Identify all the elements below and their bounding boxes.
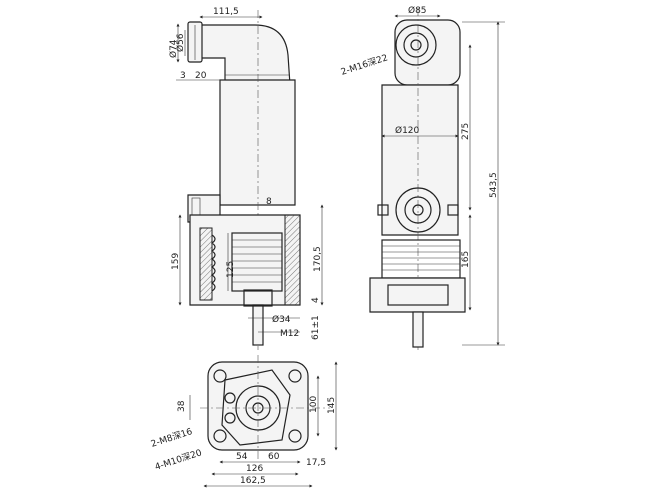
dim-8: 8 bbox=[266, 197, 272, 207]
dim-38: 38 bbox=[177, 400, 187, 412]
top-terminal-ring bbox=[395, 24, 437, 66]
dim-159: 159 bbox=[171, 253, 181, 270]
dim-60: 60 bbox=[268, 452, 280, 462]
right-bellows bbox=[381, 239, 461, 279]
dim-m16: 2-M16深22 bbox=[340, 52, 390, 77]
dim-162-5: 162,5 bbox=[240, 476, 266, 486]
dim-4: 4 bbox=[311, 297, 321, 303]
bellows bbox=[231, 232, 283, 292]
base-flange bbox=[369, 277, 466, 313]
dim-145: 145 bbox=[327, 397, 337, 414]
dim-d56: Ø56 bbox=[175, 33, 186, 52]
dim-170-5: 170,5 bbox=[313, 246, 323, 272]
dim-100: 100 bbox=[309, 396, 319, 413]
plan-view: 38 100 145 2-M8深16 4-M10深20 54 60 17,5 1… bbox=[150, 355, 338, 488]
dim-m8: 2-M8深16 bbox=[150, 426, 194, 450]
housing-hatch-right bbox=[284, 214, 301, 306]
hole-bl bbox=[213, 429, 227, 443]
dim-d74: Ø74 bbox=[168, 39, 179, 58]
dim-d85: Ø85 bbox=[408, 5, 427, 16]
plan-housing bbox=[221, 369, 291, 446]
dim-126: 126 bbox=[246, 464, 263, 474]
wave-spring bbox=[210, 234, 216, 292]
right-view: Ø85 2-M16深22 Ø120 275 543,5 165 bbox=[340, 5, 505, 350]
hole-tr bbox=[288, 369, 302, 383]
right-body bbox=[381, 84, 459, 236]
hole-tl bbox=[213, 369, 227, 383]
dim-d120: Ø120 bbox=[395, 125, 420, 136]
shaft bbox=[252, 304, 264, 346]
dim-m10: 4-M10深20 bbox=[154, 447, 204, 473]
dim-165: 165 bbox=[461, 251, 471, 268]
dim-111-5: 111,5 bbox=[213, 7, 239, 17]
dim-d34: Ø34 bbox=[272, 314, 291, 325]
upper-body bbox=[219, 79, 296, 206]
housing-hatch-left bbox=[199, 227, 213, 301]
dim-3: 3 bbox=[180, 71, 186, 81]
dim-543-5: 543,5 bbox=[489, 172, 499, 198]
dim-20: 20 bbox=[195, 71, 207, 81]
elbow-terminal bbox=[199, 24, 291, 86]
dim-61: 61±1 bbox=[311, 315, 321, 340]
dim-125: 125 bbox=[226, 261, 236, 278]
hole-br bbox=[288, 429, 302, 443]
dim-17-5: 17,5 bbox=[306, 458, 326, 468]
right-shaft bbox=[412, 311, 424, 348]
dim-m12: M12 bbox=[280, 329, 299, 339]
dim-54: 54 bbox=[236, 452, 248, 462]
dim-275: 275 bbox=[461, 123, 471, 140]
side-terminal-ring bbox=[395, 187, 441, 233]
front-view: 111,5 Ø74 Ø56 3 20 159 125 170,5 8 4 Ø34… bbox=[168, 7, 324, 350]
top-terminal-block bbox=[394, 19, 461, 86]
